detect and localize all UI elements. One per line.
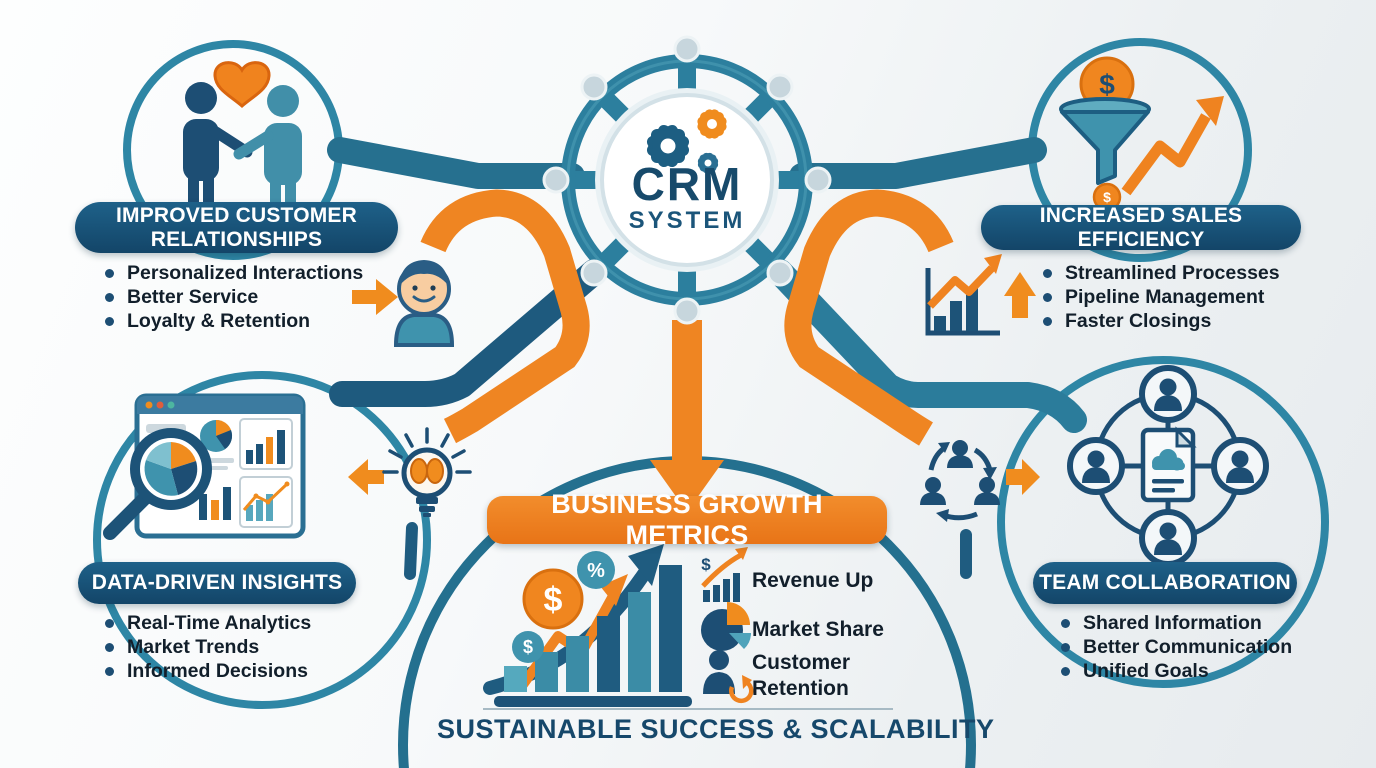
dollar-coin-small-label: $ <box>523 637 533 657</box>
pipe-right-diagonal <box>767 259 1087 433</box>
market-share-pie-icon <box>701 602 751 651</box>
people-network-document-icon <box>1067 365 1269 567</box>
up-arrow-icon <box>1004 272 1036 318</box>
connector-pipes <box>327 137 1087 580</box>
list-item: Pipeline Management <box>1040 285 1280 309</box>
data-driven-insights-list: Real-Time Analytics Market Trends Inform… <box>102 611 311 683</box>
pipe-left-horizontal <box>327 137 585 189</box>
people-cycle-icon <box>920 440 1000 522</box>
revenue-dollar-label: $ <box>701 555 711 574</box>
increased-sales-efficiency-list: Streamlined Processes Pipeline Managemen… <box>1040 261 1280 333</box>
metric-label-revenue-up: Revenue Up <box>752 569 874 592</box>
customer-avatar-icon <box>393 260 455 347</box>
section-title: IMPROVED CUSTOMER RELATIONSHIPS <box>115 203 358 251</box>
list-item: Shared Information <box>1058 611 1292 635</box>
team-collaboration-list: Shared Information Better Communication … <box>1058 611 1292 683</box>
stub-left <box>404 522 418 580</box>
improved-customer-relationships-list: Personalized Interactions Better Service… <box>102 261 363 333</box>
heart-icon <box>213 61 271 108</box>
dollar-coin-icon <box>522 568 584 630</box>
improved-customer-relationships-pill: IMPROVED CUSTOMER RELATIONSHIPS <box>75 202 398 253</box>
analytics-magnifier-icon <box>103 393 306 540</box>
list-item: Better Communication <box>1058 635 1292 659</box>
list-item: Personalized Interactions <box>102 261 363 285</box>
arrow-right-icon <box>352 279 398 315</box>
cloud-icon <box>1152 449 1185 471</box>
list-item: Informed Decisions <box>102 659 311 683</box>
dollar-coin-label: $ <box>544 581 563 619</box>
crm-hub-title: CRM SYSTEM <box>597 161 777 234</box>
list-item: Faster Closings <box>1040 309 1280 333</box>
metrics-title: BUSINESS GROWTH METRICS <box>551 489 823 550</box>
hub-title: CRM <box>631 158 743 210</box>
percent-coin-icon <box>577 551 615 589</box>
list-item: Real-Time Analytics <box>102 611 311 635</box>
pipe-orange-right <box>784 189 954 446</box>
data-driven-insights-pill: DATA-DRIVEN INSIGHTS <box>78 562 356 604</box>
crm-wheel <box>542 35 832 325</box>
handshake-heart-icon <box>183 61 302 204</box>
wheel-nodes <box>542 35 832 325</box>
list-item: Better Service <box>102 285 363 309</box>
sales-bar-chart-icon <box>925 254 1002 336</box>
avatar <box>1067 365 1269 567</box>
hub-subtitle: SYSTEM <box>628 207 746 234</box>
funnel-coin-dollar: $ <box>1099 69 1115 100</box>
wheel-center <box>600 93 774 267</box>
pipe-right-horizontal <box>789 137 1047 189</box>
gears-icon <box>646 109 727 174</box>
metric-label-customer-retention: Customer Retention <box>752 651 851 700</box>
list-item: Market Trends <box>102 635 311 659</box>
section-title: INCREASED SALES EFFICIENCY <box>1039 203 1243 251</box>
list-item: Streamlined Processes <box>1040 261 1280 285</box>
funnel-small-coin-dollar: $ <box>1103 189 1111 205</box>
percent-coin-label: % <box>587 560 605 582</box>
dollar-coin-small-icon <box>512 631 544 663</box>
section-title: TEAM COLLABORATION <box>1039 571 1291 594</box>
team-collaboration-pill: TEAM COLLABORATION <box>1033 562 1297 604</box>
sales-funnel-dollar-icon: $ $ <box>1059 56 1224 212</box>
growth-chart-icon: $ $ % <box>483 544 692 707</box>
arrow-right-icon <box>1006 459 1040 495</box>
team-collaboration-ring <box>997 356 1329 688</box>
footer-tagline: SUSTAINABLE SUCCESS & SCALABILITY <box>437 714 995 744</box>
arrow-left-icon <box>348 459 384 495</box>
data-insights-ring <box>93 371 431 709</box>
list-item: Loyalty & Retention <box>102 309 363 333</box>
increased-sales-efficiency-pill: INCREASED SALES EFFICIENCY <box>981 203 1301 251</box>
business-growth-metrics-pill: BUSINESS GROWTH METRICS <box>487 489 887 550</box>
list-item: Unified Goals <box>1058 659 1292 683</box>
section-title: DATA-DRIVEN INSIGHTS <box>91 571 343 594</box>
revenue-up-icon: $ <box>701 547 748 602</box>
customer-retention-icon <box>703 650 754 704</box>
footer-divider <box>483 708 893 710</box>
pipe-left-diagonal <box>329 259 607 407</box>
idea-lightbulb-brain-icon <box>382 427 472 517</box>
pipe-orange-left <box>420 189 590 444</box>
metric-label-market-share: Market Share <box>752 618 884 641</box>
center-arrow-head <box>650 460 724 512</box>
